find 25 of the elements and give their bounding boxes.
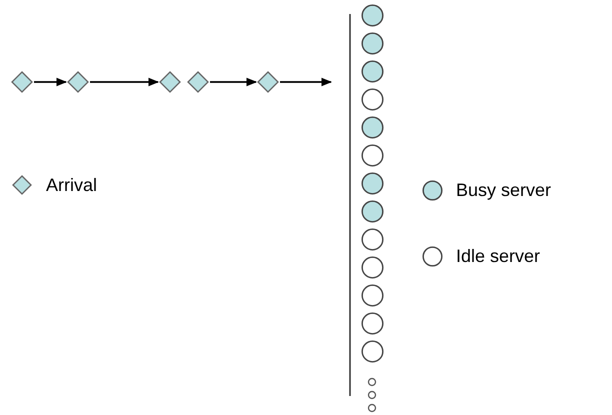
arrival-diamond [67,71,89,93]
server-circle [360,116,384,138]
server-circle [360,172,384,194]
arrival-diamond [187,71,209,93]
server-circle [360,256,384,278]
legend-label: Arrival [46,175,98,195]
server-circle [360,60,384,82]
arrow [210,78,258,86]
server-circle [360,4,384,26]
arrival-diamond [159,71,181,93]
server-circle [360,228,384,250]
arrival-diamond [11,71,33,93]
legend-label: Busy server [456,180,552,200]
server-circle [360,200,384,222]
server-circle [360,144,384,166]
server-circle [360,284,384,306]
server-circle [360,340,384,362]
server-circle [360,88,384,110]
arrival-diamond [257,71,279,93]
arrow [34,78,68,86]
server-circle [360,32,384,54]
server-circle [360,312,384,334]
arrow [280,78,332,86]
legend-label: Idle server [456,246,540,266]
arrow [90,78,160,86]
